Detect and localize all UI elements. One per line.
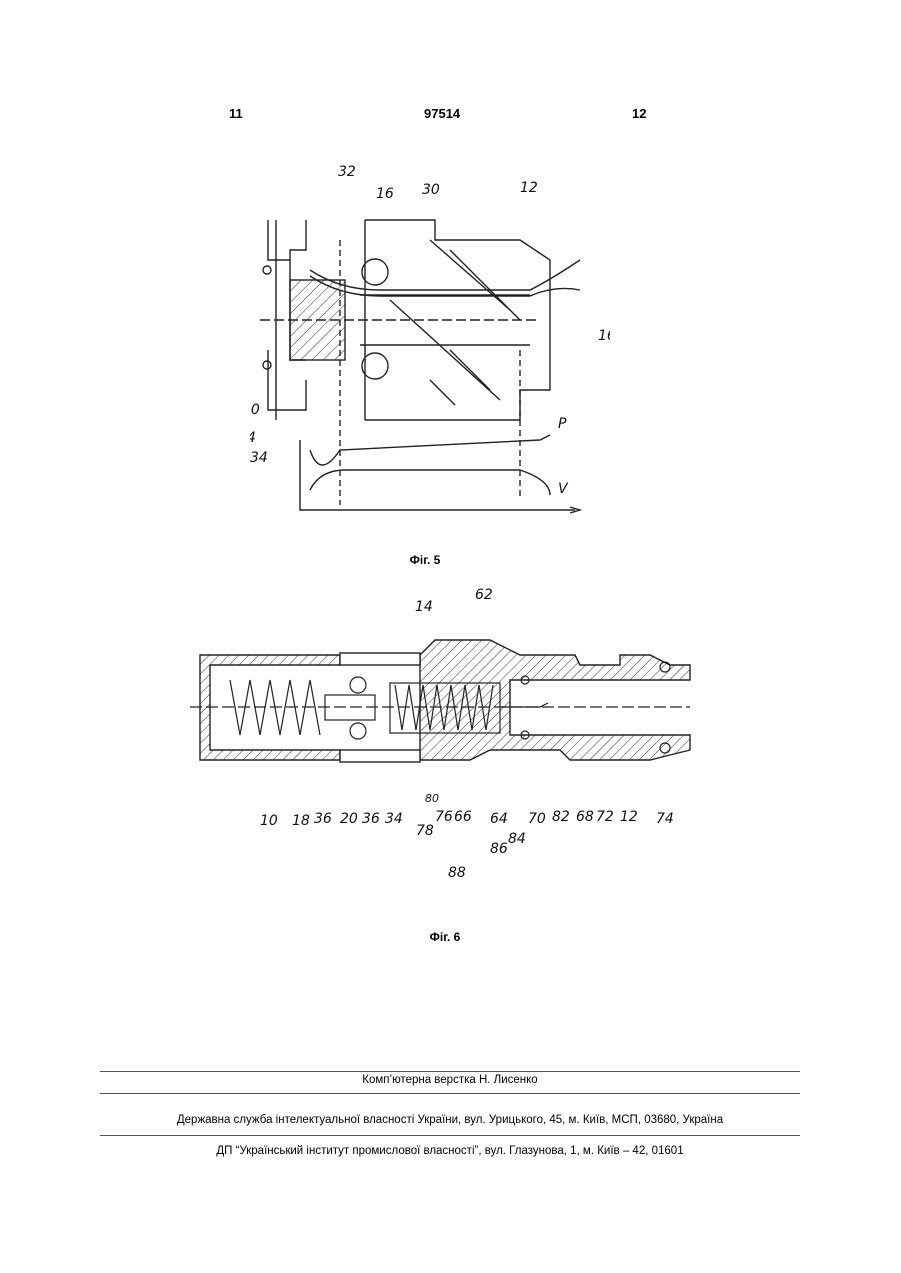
fig5-label-16: 16 <box>376 186 394 202</box>
fig6-label-80: 80 <box>425 792 439 805</box>
fig6-label-34: 34 <box>385 811 403 827</box>
fig6-label-74: 74 <box>656 811 674 827</box>
fig6-label-76: 76 <box>435 809 453 825</box>
page-number-left: 11 <box>229 106 243 121</box>
fig6-label-36b: 36 <box>362 811 380 827</box>
fig5-label-34: 34 <box>250 450 268 466</box>
fig6-label-82: 82 <box>552 809 570 825</box>
fig6-label-62: 62 <box>475 587 493 603</box>
fig6-label-88: 88 <box>448 865 466 881</box>
fig6-label-78: 78 <box>416 823 434 839</box>
fig6-label-10: 10 <box>260 813 278 829</box>
fig6-label-36: 36 <box>314 811 332 827</box>
fig5-label-16b: 16 <box>598 328 610 344</box>
fig6-label-84: 84 <box>508 831 526 847</box>
fig6-label-20: 20 <box>340 811 358 827</box>
footer-office-address: Державна служба інтелектуальної власност… <box>100 1114 800 1126</box>
fig6-label-14: 14 <box>415 599 433 615</box>
footer-layout-credit: Комп’ютерна верстка Н. Лисенко <box>100 1074 800 1086</box>
footer-rule-top <box>100 1071 800 1072</box>
footer-rule-middle <box>100 1093 800 1094</box>
fig5-label-32: 32 <box>338 164 356 180</box>
fig6-label-68: 68 <box>576 809 594 825</box>
fig5-label-12: 12 <box>520 180 538 196</box>
fig6-label-72: 72 <box>596 809 614 825</box>
figure-5-caption: Фіг. 5 <box>325 553 525 567</box>
fig6-label-18: 18 <box>292 813 310 829</box>
fig5-label-v: V <box>558 481 569 497</box>
figure-5-drawing: 32 16 30 12 16 20 24 34 P V <box>250 150 610 520</box>
fig5-label-24: 24 <box>250 430 256 446</box>
figure-6-drawing: 14 62 10 18 36 20 36 34 78 80 76 66 64 7… <box>190 585 700 885</box>
figure-6-caption: Фіг. 6 <box>345 930 545 944</box>
footer-rule-bottom <box>100 1135 800 1136</box>
fig6-label-86: 86 <box>490 841 508 857</box>
fig6-label-70: 70 <box>528 811 546 827</box>
fig5-label-20: 20 <box>250 402 260 418</box>
page-number-right: 12 <box>632 106 646 121</box>
patent-number: 97514 <box>424 106 460 121</box>
fig5-label-p: P <box>558 416 567 432</box>
fig6-label-66: 66 <box>454 809 472 825</box>
fig5-label-30: 30 <box>422 182 440 198</box>
footer-institute-address: ДП “Український інститут промислової вла… <box>100 1145 800 1157</box>
fig6-label-64: 64 <box>490 811 508 827</box>
fig6-label-12: 12 <box>620 809 638 825</box>
